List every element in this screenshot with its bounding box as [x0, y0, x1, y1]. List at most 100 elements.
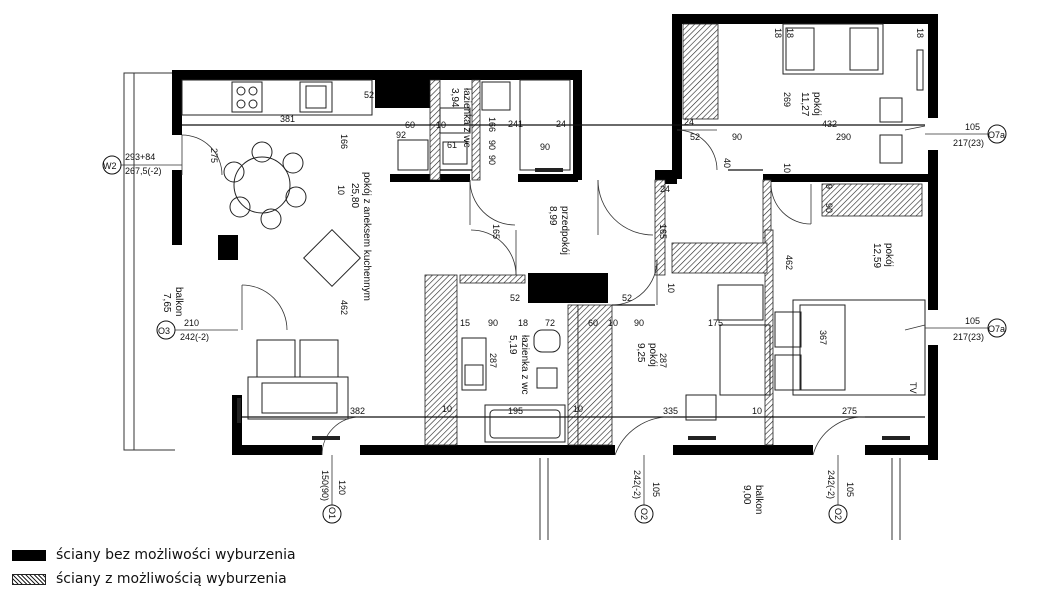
window-dim-o7a: 217(23): [953, 332, 984, 342]
room-e-area: 12,59: [871, 243, 882, 268]
dim-label: 90: [634, 318, 644, 328]
dim-label: 52: [622, 293, 632, 303]
room-c-label: pokój: [647, 343, 658, 367]
balcony-w-area: 7,65: [161, 293, 172, 313]
room-labels: pokój z aneksem kuchennym 25,80 łazienka…: [161, 88, 894, 514]
dim-label: 90: [487, 155, 497, 165]
window-marker-o3: [156, 320, 176, 340]
dim-label: 381: [280, 114, 295, 124]
dim-label: 275: [209, 148, 219, 163]
dim-label: 40: [722, 158, 732, 168]
window-marker-w2: [102, 155, 122, 175]
dim-label: 290: [836, 132, 851, 142]
legend-solid: ściany bez możliwości wyburzenia: [12, 547, 296, 563]
window-dim-o7a: 217(23): [953, 138, 984, 148]
dim-label: 166: [487, 117, 497, 132]
walls-structural: [172, 14, 938, 460]
balcony-w-label: balkon: [173, 287, 184, 316]
dim-label: 335: [663, 406, 678, 416]
dim-label: 18: [518, 318, 528, 328]
balcony-s-label: balkon: [753, 485, 764, 514]
window-code-o1: O1: [327, 507, 337, 519]
dim-label: 269: [782, 92, 792, 107]
bedroom-furniture: [685, 23, 926, 421]
dim-label: 9: [824, 184, 834, 189]
tv-label: TV: [908, 382, 918, 394]
dim-label: 60: [405, 120, 415, 130]
dim-label: 382: [350, 406, 365, 416]
bathroom-fixtures: [439, 107, 566, 443]
dim-label: 195: [508, 406, 523, 416]
window-dim-o1: 150(90): [320, 470, 330, 501]
window-marker-o1: [322, 504, 342, 524]
dim-label: 15: [460, 318, 470, 328]
dim-label: 24: [684, 117, 694, 127]
window-marker-o7a: [987, 124, 1007, 144]
room-living-area: 25,80: [349, 183, 360, 208]
dim-label: 90: [540, 142, 550, 152]
dim-label: 52: [510, 293, 520, 303]
room-hall-area: 8,99: [547, 206, 558, 226]
window-code-w2: W2: [103, 161, 117, 171]
floor-plan: pokój z aneksem kuchennym 25,80 łazienka…: [102, 14, 1007, 540]
dim-label: 10: [436, 120, 446, 130]
room-hall-label: przedpokój: [559, 206, 570, 255]
legend-solid-swatch: [12, 549, 46, 561]
room-bath1-area: 3,94: [449, 88, 460, 108]
room-c-area: 9,25: [635, 343, 646, 363]
dim-label: 432: [822, 119, 837, 129]
window-dim-o3: 242(-2): [180, 332, 209, 342]
room-ne-label: pokój: [811, 92, 822, 116]
dim-label: 72: [545, 318, 555, 328]
dim-label: 10: [336, 185, 346, 195]
dim-label: 166: [339, 134, 349, 149]
window-dim-w2: 293+84: [125, 152, 155, 162]
dining-set: [223, 141, 307, 230]
room-ne-area: 11,27: [799, 92, 810, 117]
window-codes: W2 293+84 267,5(-2) O3 210 242(-2) O7a 1…: [102, 122, 1007, 524]
window-dim-o1: 120: [337, 480, 347, 495]
legend-solid-text: ściany bez możliwości wyburzenia: [56, 547, 296, 563]
window-dim-w2: 267,5(-2): [125, 166, 162, 176]
dim-label: 90: [824, 203, 834, 213]
room-bath2-area: 5,19: [507, 335, 518, 355]
dim-label: 10: [782, 163, 792, 173]
window-code-o7a: O7a: [988, 324, 1005, 334]
dim-label: 90: [487, 140, 497, 150]
dim-label: 241: [508, 119, 523, 129]
window-code-o7a: O7a: [988, 130, 1005, 140]
dim-label: 24: [660, 184, 670, 194]
window-dim-o2: 105: [651, 482, 661, 497]
room-e-label: pokój: [883, 243, 894, 267]
living-furniture: [247, 229, 361, 420]
dim-label: 10: [608, 318, 618, 328]
dim-label: 90: [732, 132, 742, 142]
dim-label: 18: [785, 28, 795, 38]
dim-label: 462: [784, 255, 794, 270]
dim-label: 52: [690, 132, 700, 142]
dim-label: 18: [915, 28, 925, 38]
dim-label: 165: [491, 224, 501, 239]
dim-label: 165: [658, 224, 668, 239]
window-marker-o7a: [987, 318, 1007, 338]
balcony-s-area: 9,00: [741, 485, 752, 505]
window-dim-o2: 242(-2): [632, 470, 642, 499]
dim-label: 90: [488, 318, 498, 328]
dim-label: 287: [658, 353, 668, 368]
dimensions: 381 166 52 60 92 61 10 90 166 241 24 90 …: [209, 28, 925, 416]
dim-label: 175: [708, 318, 723, 328]
dim-label: 52: [364, 90, 374, 100]
window-dim-o2: 242(-2): [826, 470, 836, 499]
dim-label: 60: [588, 318, 598, 328]
balcony-south: [539, 458, 901, 540]
window-marker-o2: [828, 504, 848, 524]
window-marker-o2: [634, 504, 654, 524]
dim-label: 367: [818, 330, 828, 345]
room-living-label: pokój z aneksem kuchennym: [361, 172, 372, 301]
dim-label: 10: [573, 404, 583, 414]
window-dim-o3: 210: [184, 318, 199, 328]
window-code-o3: O3: [158, 326, 170, 336]
dim-label: 10: [752, 406, 762, 416]
dim-label: 92: [396, 130, 406, 140]
legend-hatched-text: ściany z możliwością wyburzenia: [56, 571, 287, 587]
